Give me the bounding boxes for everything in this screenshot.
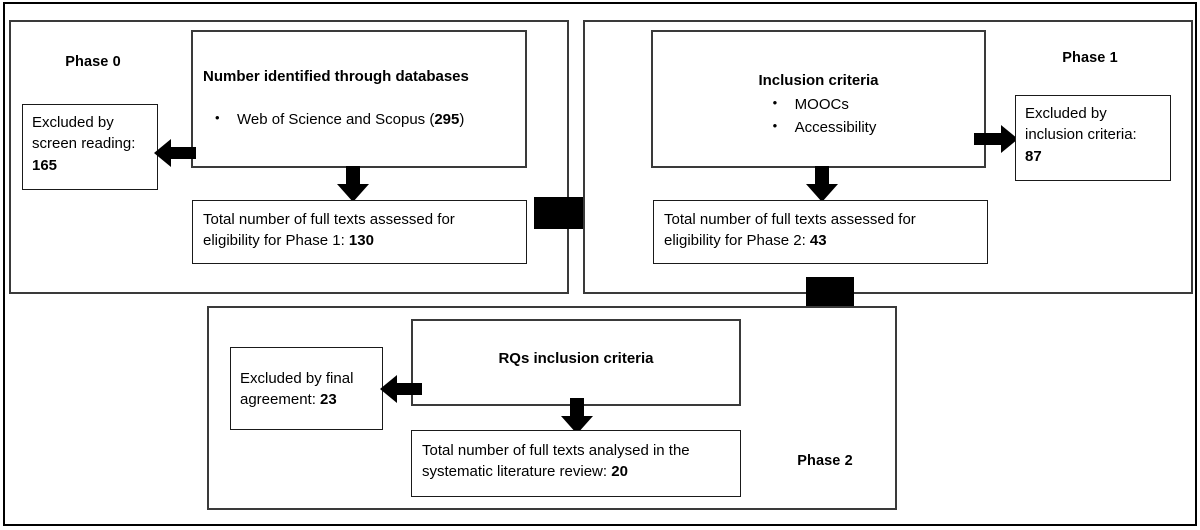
phase-1-criteria-title: Inclusion criteria <box>758 72 879 89</box>
phase-1-total-line2: eligibility for Phase 2: 43 <box>664 230 977 251</box>
phase-1-excluded-line2: inclusion criteria: <box>1025 126 1137 144</box>
phase-2-excluded-line1: Excluded by final <box>240 370 354 387</box>
phase-1-excluded-line1: Excluded by <box>1025 105 1107 122</box>
phase-0-total-line2-prefix: eligibility for Phase 1: <box>203 232 349 250</box>
phase-0-identified-box: Number identified through databases Web … <box>191 30 527 168</box>
phase-1-total-line2-prefix: eligibility for Phase 2: <box>664 232 810 250</box>
phase-0-identified-bullet-text: Web of Science and Scopus ( <box>237 111 435 129</box>
phase-2-excluded-line2-prefix: agreement: <box>240 391 321 409</box>
phase-2-excluded-box: Excluded by final agreement: 23 <box>230 347 383 430</box>
phase-1-excluded-count: 87 <box>1025 147 1042 165</box>
phase-1-excluded-box: Excluded by inclusion criteria: 87 <box>1015 95 1171 181</box>
phase-1-criteria-box: Inclusion criteria MOOCs Accessibility <box>651 30 986 168</box>
outer-frame <box>3 2 1197 526</box>
phase-1-total-line1: Total number of full texts assessed for <box>664 211 916 228</box>
phase-0-total-count: 130 <box>348 232 374 250</box>
phase-0-label: Phase 0 <box>65 54 121 70</box>
phase-2-total-box: Total number of full texts analysed in t… <box>411 430 741 497</box>
phase-2-label: Phase 2 <box>797 453 853 469</box>
phase-2-total-line2: systematic literature review: 20 <box>422 461 730 482</box>
phase-2-total-line1: Total number of full texts analysed in t… <box>422 442 690 459</box>
phase-0-excluded-line1: Excluded by <box>32 114 114 131</box>
phase-0-identified-bullet: Web of Science and Scopus (295) <box>203 108 515 132</box>
phase-2-criteria-title: RQs inclusion criteria <box>498 350 654 367</box>
phase-0-excluded-box: Excluded by screen reading: 165 <box>22 104 158 190</box>
phase-0-total-line1: Total number of full texts assessed for <box>203 211 455 228</box>
phase-2-criteria-box: RQs inclusion criteria <box>411 319 741 406</box>
phase-2-total-line2-prefix: systematic literature review: <box>422 463 612 481</box>
phase-1-criteria-bullet: MOOCs <box>761 93 877 117</box>
phase-0-total-box: Total number of full texts assessed for … <box>192 200 527 264</box>
phase-1-total-count: 43 <box>809 232 827 250</box>
phase-2-excluded-count: 23 <box>320 391 337 409</box>
phase-2-total-count: 20 <box>611 463 628 481</box>
phase-1-criteria-bullet: Accessibility <box>761 116 877 140</box>
phase-1-label: Phase 1 <box>1062 50 1118 66</box>
phase-2-excluded-line2: agreement: 23 <box>240 389 373 410</box>
phase-0-excluded-line2: screen reading: <box>32 135 136 153</box>
phase-0-total-line2: eligibility for Phase 1: 130 <box>203 230 516 251</box>
phase-0-identified-bullet-suffix: ) <box>459 111 465 129</box>
phase-0-identified-title: Number identified through databases <box>203 68 469 85</box>
phase-1-total-box: Total number of full texts assessed for … <box>653 200 988 264</box>
phase-0-excluded-count: 165 <box>32 156 58 174</box>
phase-0-identified-bullet-count: 295 <box>434 111 460 129</box>
